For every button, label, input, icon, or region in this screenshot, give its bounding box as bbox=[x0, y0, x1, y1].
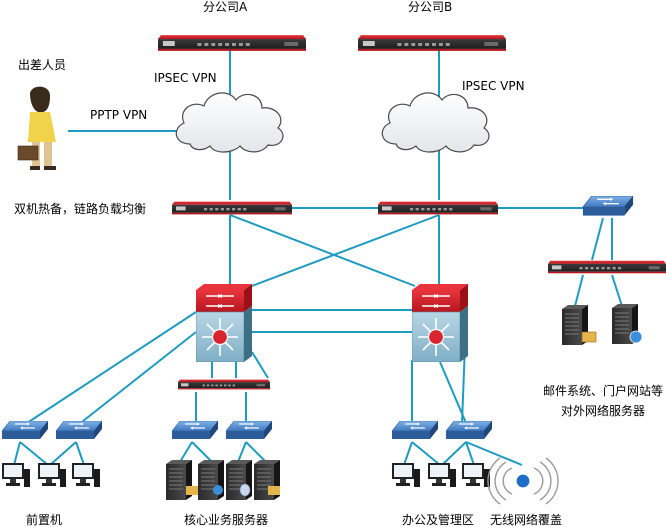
branch-b-firewall bbox=[358, 35, 506, 51]
core-servers-label: 核心业务服务器 bbox=[184, 512, 268, 527]
link-fsw1-pc1 bbox=[13, 441, 21, 466]
mail-envelope-icon bbox=[581, 331, 597, 343]
diagram-labels: 分公司A 分公司B 出差人员 IPSEC VPN IPSEC VPN PPTP … bbox=[14, 0, 663, 527]
frontend-switch-2 bbox=[56, 421, 102, 440]
core-business-servers bbox=[166, 460, 280, 500]
link-fsw1-pc2 bbox=[19, 441, 49, 466]
office-label: 办公及管理区 bbox=[402, 512, 474, 527]
link-osw2-pc2 bbox=[441, 441, 467, 466]
wifi-icon bbox=[487, 457, 559, 505]
frontend-label: 前置机 bbox=[26, 512, 62, 527]
globe-icon bbox=[629, 330, 643, 344]
border-firewall-right bbox=[378, 201, 498, 215]
database-icon bbox=[239, 483, 251, 497]
link-dmz-fw-srv2 bbox=[611, 274, 623, 307]
link-bsw1-srv1 bbox=[179, 441, 193, 463]
branch-b-label: 分公司B bbox=[408, 0, 452, 14]
dmz-firewall bbox=[548, 260, 666, 274]
internet-cloud-left bbox=[175, 92, 284, 153]
link-osw1-pc2 bbox=[411, 441, 441, 466]
traveler-icon bbox=[17, 86, 56, 170]
office-pc-3-icon bbox=[462, 463, 490, 487]
dmz-servers-label-1: 邮件系统、门户网站等 bbox=[543, 383, 663, 398]
link-fsw2-pc2 bbox=[49, 441, 77, 466]
link-bsw2-srv3 bbox=[237, 441, 247, 463]
envelope-icon bbox=[268, 486, 280, 495]
frontend-pc-1-icon bbox=[2, 463, 30, 487]
link-fwr-corel bbox=[251, 214, 440, 287]
office-switch-1 bbox=[392, 421, 438, 440]
frontend-pc-3-icon bbox=[72, 463, 100, 487]
wireless-label: 无线网络覆盖 bbox=[490, 512, 562, 527]
link-bsw1-srv2 bbox=[191, 441, 213, 463]
business-switch-1 bbox=[172, 421, 218, 440]
link-osw2-pc3 bbox=[465, 441, 475, 466]
link-bsw2-srv4 bbox=[245, 441, 267, 463]
branch-a-firewall bbox=[158, 35, 306, 51]
internet-cloud-right bbox=[381, 92, 490, 153]
frontend-pc-2-icon bbox=[38, 463, 66, 487]
link-fwl-corer bbox=[229, 214, 416, 287]
network-links bbox=[13, 50, 623, 466]
link-dmz-sw-fw-a bbox=[591, 217, 604, 261]
link-corel-front-sw2 bbox=[77, 331, 197, 426]
office-switch-2 bbox=[446, 421, 492, 440]
border-firewall-left bbox=[172, 201, 292, 215]
link-osw2-wifi bbox=[465, 441, 523, 466]
core-business-firewall bbox=[178, 379, 270, 390]
globe-icon bbox=[213, 485, 223, 495]
core-switch-left bbox=[196, 284, 252, 362]
frontend-switch-1 bbox=[2, 421, 48, 440]
link-corel-biz-fw-c bbox=[251, 351, 269, 379]
branch-a-label: 分公司A bbox=[203, 0, 248, 14]
office-pc-2-icon bbox=[428, 463, 456, 487]
link-osw1-pc1 bbox=[403, 441, 413, 466]
pptp-vpn-label: PPTP VPN bbox=[90, 108, 147, 122]
office-pc-1-icon bbox=[392, 463, 420, 487]
ha-note-label: 双机热备，链路负载均衡 bbox=[14, 201, 146, 216]
core-switch-right bbox=[412, 284, 468, 362]
dmz-switch bbox=[582, 196, 634, 217]
ipsec-vpn-a-label: IPSEC VPN bbox=[154, 71, 217, 85]
dmz-servers-label-2: 对外网络服务器 bbox=[561, 403, 645, 418]
dmz-servers bbox=[562, 303, 643, 345]
link-dmz-fw-srv1 bbox=[573, 274, 584, 311]
business-switch-2 bbox=[226, 421, 272, 440]
ipsec-vpn-b-label: IPSEC VPN bbox=[462, 79, 525, 93]
link-fsw2-pc3 bbox=[75, 441, 85, 466]
link-corel-front-sw1 bbox=[23, 311, 197, 426]
envelope-icon bbox=[186, 486, 198, 495]
traveler-label: 出差人员 bbox=[18, 58, 66, 72]
